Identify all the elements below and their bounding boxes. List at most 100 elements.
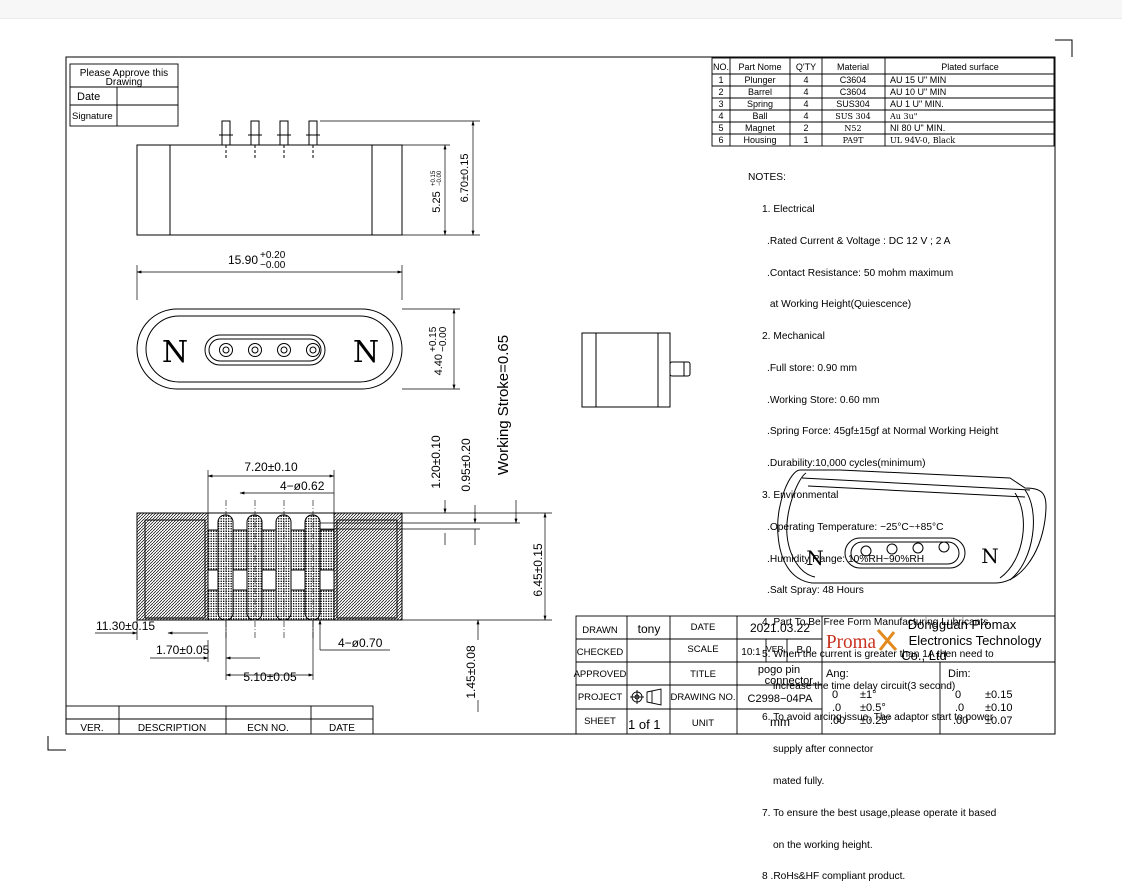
approval-signature-label: Signature [72, 111, 113, 122]
drawing-sheet: Please Approve this Drawing Date Signatu… [47, 39, 1073, 751]
revision-header-ver: VER. [80, 723, 103, 734]
note-line: .Salt Spray: 48 Hours [767, 585, 864, 597]
bom-cell: 1 [718, 75, 723, 85]
bom-cell: Barrel [748, 87, 772, 97]
iso-view [777, 469, 1047, 584]
bom-cell: 4 [718, 111, 723, 121]
company-line-2: Electronics Technology [909, 633, 1042, 648]
tb-title-value-1: pogo pin [758, 664, 800, 676]
bom-table-grid [711, 57, 1055, 147]
bom-cell: Magnet [745, 123, 776, 133]
tb-project-label: PROJECT [578, 692, 623, 703]
dim-070: 4−ø0.70 [338, 636, 383, 650]
bom-cell: 1 [803, 135, 808, 145]
ang-label: Ang: [826, 668, 849, 680]
note-line: supply after connector [773, 744, 874, 756]
bom-cell: 4 [803, 75, 808, 85]
dim-side-h1-tol-minus: −0.00 [437, 170, 443, 186]
bom-cell: 5 [718, 123, 723, 133]
note-line: 7. To ensure the best usage,please opera… [762, 807, 997, 819]
ang-row-0-key: 0 [832, 689, 838, 701]
tb-title-label: TITLE [690, 669, 716, 680]
viewer-top-bar [0, 0, 1122, 19]
ang-row-1-key: .0 [832, 702, 841, 714]
bom-cell: C3604 [840, 87, 867, 97]
dim-095: 0.95±0.20 [459, 438, 473, 492]
bom-cell: Housing [743, 135, 776, 145]
corner-mark-top-right [1055, 39, 1073, 57]
ang-row-0-val: ±1° [860, 689, 877, 701]
note-line: 5. When the current is greater than 1A t… [762, 648, 994, 660]
note-line: .Operating Temperature: −25°C~+85°C [767, 521, 944, 533]
company-line-1: Dongguan Promax [908, 617, 1017, 632]
note-line: at Working Height(Quiescence) [767, 299, 912, 311]
tb-sheet-value: 1 of 1 [628, 717, 661, 732]
dim-side-h1-value: 5.25 [431, 191, 443, 212]
dim-face-h-tol-minus: −0.00 [438, 326, 449, 352]
bom-cell: 2 [803, 123, 808, 133]
tb-ver-value: B.0 [796, 645, 811, 656]
bom-header-part: Part Nome [738, 62, 781, 72]
working-stroke-label: Working Stroke=0.65 [495, 335, 512, 475]
dim-145: 1.45±0.08 [464, 645, 478, 699]
company-line-3: Co., Ltd [901, 648, 947, 663]
approval-title-1: Please Approve this [80, 68, 168, 79]
magnet-n-left: N [162, 335, 188, 370]
bom-header-plated: Plated surface [941, 62, 999, 72]
revision-header-date: DATE [329, 723, 355, 734]
bom-cell: 6 [718, 135, 723, 145]
iso-magnet-n-left: N [806, 546, 824, 570]
tb-title-value-2: connector. [765, 675, 816, 687]
notes-block: NOTES: 1. Electrical .Rated Current & Vo… [748, 152, 998, 894]
note-line: .Durability:10,000 cycles(minimum) [767, 458, 926, 470]
note-line: 3. Environmental [762, 490, 839, 501]
company-logo: Proma [826, 631, 876, 653]
ang-row-2-val: ±0.25° [860, 715, 892, 727]
revision-header-description: DESCRIPTION [138, 723, 206, 734]
bom-cell: N52 [844, 124, 861, 133]
dim-pitch-total: 7.20±0.10 [244, 460, 298, 474]
title-block-grid [575, 615, 1056, 735]
note-line: 1. Electrical [762, 203, 815, 215]
dim-row-2-key: .00 [953, 715, 968, 727]
dim-170: 1.70±0.05 [156, 643, 210, 657]
bom-cell: AU 15 U" MIN [890, 75, 946, 85]
tb-approved-label: APPROVED [574, 669, 627, 680]
bom-cell: NI 80 U" MIN. [890, 123, 945, 133]
bom-cell: C3604 [840, 75, 867, 85]
face-view [136, 308, 460, 390]
dim-row-1-key: .0 [955, 702, 964, 714]
dim-side-h1: 5.25 +0.15 −0.00 [431, 170, 443, 213]
dim-label: Dim: [948, 668, 971, 680]
bom-header-no: NO. [713, 62, 729, 72]
note-line: increase the time delay circuit(3 second… [773, 680, 956, 692]
dim-1130: 11.30±0.15 [96, 619, 155, 633]
ang-row-1-val: ±0.5° [860, 702, 886, 714]
dim-row-0-key: 0 [955, 689, 961, 701]
ang-row-2-key: .00 [830, 715, 845, 727]
tb-date-label: DATE [691, 622, 716, 633]
note-line: .Working Store: 0.60 mm [767, 394, 880, 406]
tb-checked-label: CHECKED [577, 647, 624, 658]
note-line: 2. Mechanical [762, 331, 825, 343]
bom-cell: Au 3u" [889, 112, 917, 121]
dim-row-0-val: ±0.15 [985, 689, 1012, 701]
bom-header-qty: Q'TY [796, 62, 816, 72]
dim-510: 5.10±0.05 [243, 670, 297, 684]
dim-side-h1-tol-plus: +0.15 [431, 170, 437, 186]
tb-date-value: 2021.03.22 [750, 621, 810, 635]
side-view [136, 120, 480, 236]
approval-title-2: Drawing [106, 77, 143, 88]
note-line: 8 .RoHs&HF compliant product. [762, 871, 906, 883]
small-side-view [581, 332, 691, 408]
dim-side-h2: 6.70±0.15 [459, 154, 471, 203]
dim-top-width-lines [136, 265, 403, 300]
bom-cell: PA9T [843, 136, 865, 145]
iso-magnet-n-right: N [981, 544, 999, 568]
dim-645: 6.45±0.15 [531, 543, 545, 597]
bom-cell: 4 [803, 111, 808, 121]
dim-top-width-value: 15.90 [228, 253, 258, 267]
tb-drawn-label: DRAWN [582, 625, 618, 636]
corner-mark-bottom-left [47, 736, 66, 751]
dim-top-width-tol-minus: −0.00 [260, 260, 286, 271]
